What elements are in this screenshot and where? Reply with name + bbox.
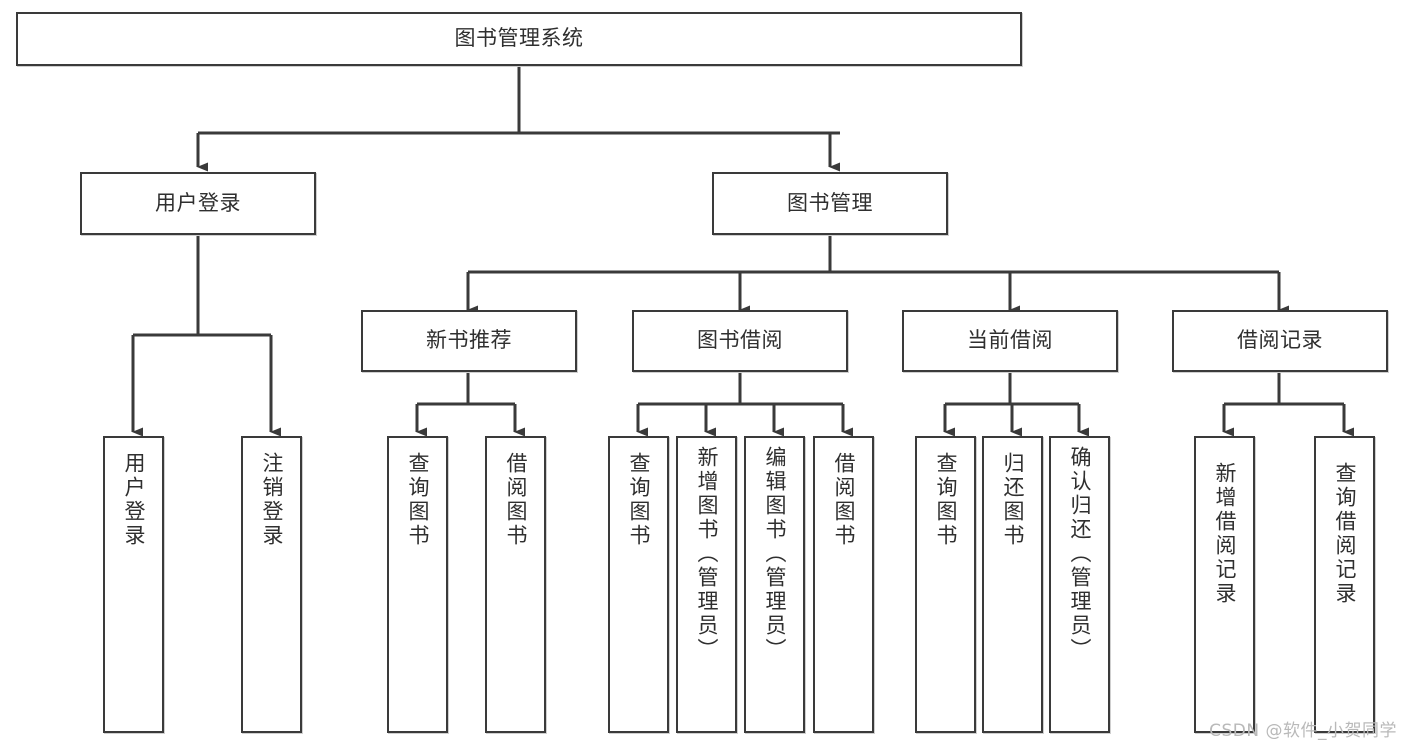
node-leaf-borrow-book-2-label: 借阅图书 <box>832 452 856 548</box>
node-leaf-query-record[interactable]: 查询借阅记录 <box>1314 436 1375 733</box>
node-leaf-add-record[interactable]: 新增借阅记录 <box>1194 436 1255 733</box>
node-leaf-add-record-label: 新增借阅记录 <box>1213 462 1237 606</box>
node-leaf-query-book-3[interactable]: 查询图书 <box>915 436 976 733</box>
node-borrow-record[interactable]: 借阅记录 <box>1172 310 1388 372</box>
watermark-text: CSDN @软件_小贺同学 <box>1209 721 1397 741</box>
node-root-label: 图书管理系统 <box>454 26 584 51</box>
node-leaf-logout-login[interactable]: 注销登录 <box>241 436 302 733</box>
node-leaf-confirm-return-label: 确认归还（管理员） <box>1068 446 1092 662</box>
node-new-book-recommend[interactable]: 新书推荐 <box>361 310 577 372</box>
node-book-borrow[interactable]: 图书借阅 <box>632 310 848 372</box>
node-book-borrow-label: 图书借阅 <box>697 328 783 353</box>
node-leaf-query-book-2[interactable]: 查询图书 <box>608 436 669 733</box>
node-leaf-query-record-label: 查询借阅记录 <box>1333 462 1357 606</box>
node-new-book-recommend-label: 新书推荐 <box>426 328 512 353</box>
node-current-borrow-label: 当前借阅 <box>967 328 1053 353</box>
node-user-login[interactable]: 用户登录 <box>80 172 316 235</box>
node-user-login-label: 用户登录 <box>155 190 241 215</box>
node-leaf-return-book[interactable]: 归还图书 <box>982 436 1043 733</box>
node-leaf-logout-login-label: 注销登录 <box>260 452 284 548</box>
node-leaf-borrow-book-2[interactable]: 借阅图书 <box>813 436 874 733</box>
node-leaf-query-book-2-label: 查询图书 <box>627 452 651 548</box>
node-leaf-query-book-1-label: 查询图书 <box>406 452 430 548</box>
node-leaf-edit-book[interactable]: 编辑图书（管理员） <box>744 436 805 733</box>
node-leaf-user-login-label: 用户登录 <box>122 452 146 548</box>
node-leaf-borrow-book-1-label: 借阅图书 <box>504 452 528 548</box>
node-borrow-record-label: 借阅记录 <box>1237 328 1323 353</box>
node-leaf-edit-book-label: 编辑图书（管理员） <box>763 446 787 662</box>
node-current-borrow[interactable]: 当前借阅 <box>902 310 1118 372</box>
node-leaf-query-book-1[interactable]: 查询图书 <box>387 436 448 733</box>
node-root[interactable]: 图书管理系统 <box>16 12 1022 66</box>
node-leaf-borrow-book-1[interactable]: 借阅图书 <box>485 436 546 733</box>
node-leaf-return-book-label: 归还图书 <box>1001 452 1025 548</box>
node-leaf-add-book[interactable]: 新增图书（管理员） <box>676 436 737 733</box>
node-book-management[interactable]: 图书管理 <box>712 172 948 235</box>
node-book-management-label: 图书管理 <box>787 190 873 215</box>
node-leaf-user-login[interactable]: 用户登录 <box>103 436 164 733</box>
node-leaf-confirm-return[interactable]: 确认归还（管理员） <box>1049 436 1110 733</box>
node-leaf-add-book-label: 新增图书（管理员） <box>695 446 719 662</box>
node-leaf-query-book-3-label: 查询图书 <box>934 452 958 548</box>
